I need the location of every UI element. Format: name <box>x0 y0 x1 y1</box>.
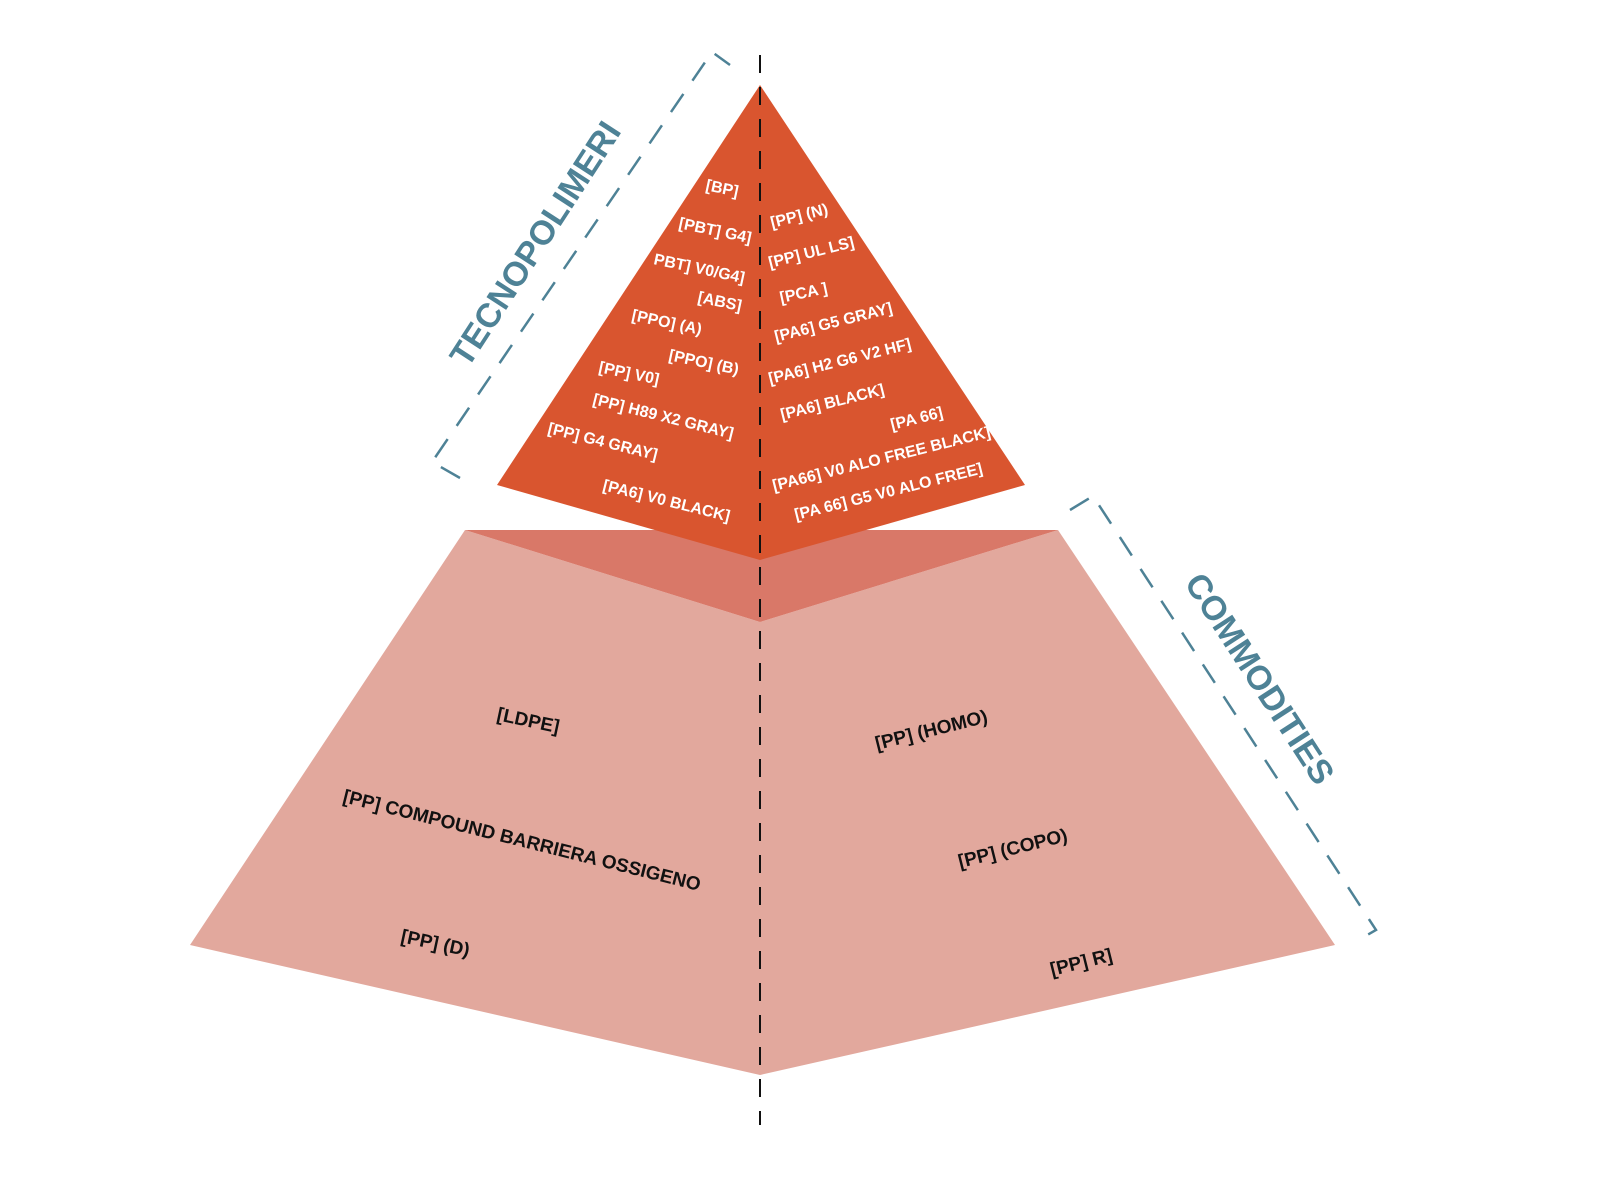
commodities-right-face <box>760 530 1335 1075</box>
commodities-bracket <box>1069 494 1378 944</box>
commodities-left-face <box>190 530 760 1075</box>
tecnopolimeri-right-face <box>760 85 1025 560</box>
tecnopolimeri-bracket <box>430 50 731 480</box>
label: [BP] <box>704 177 740 200</box>
tecnopolimeri-left-face <box>497 85 760 560</box>
commodities-top-face <box>465 530 1058 622</box>
